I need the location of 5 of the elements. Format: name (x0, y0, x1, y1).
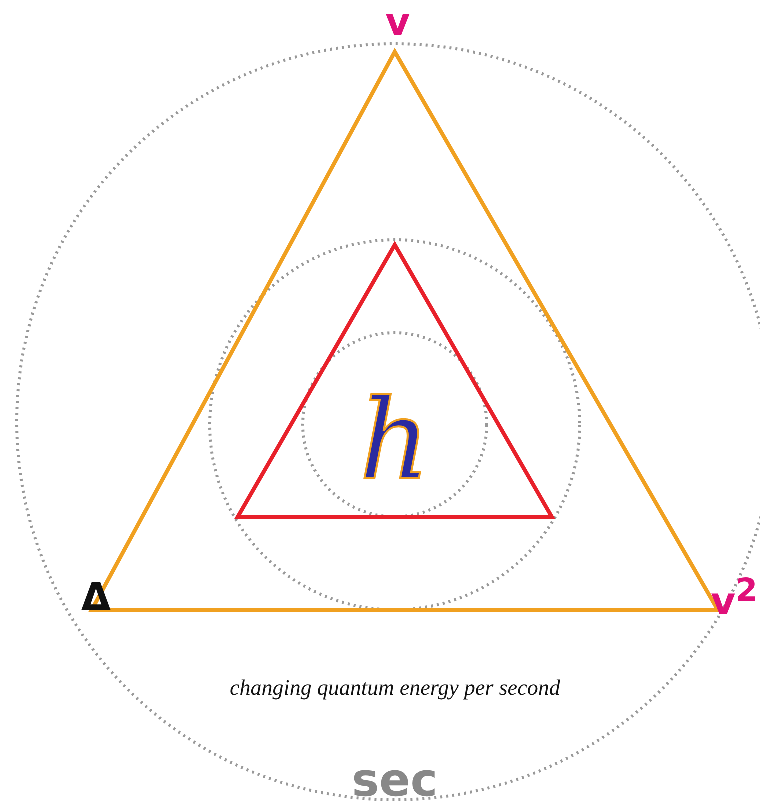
vertex-label: v$^{2}$ (711, 572, 758, 624)
caption-text: changing quantum energy per second (230, 675, 560, 701)
vertex-label: v (386, 0, 410, 44)
unit-label: sec (352, 753, 438, 805)
symbol-label: h (360, 376, 430, 504)
